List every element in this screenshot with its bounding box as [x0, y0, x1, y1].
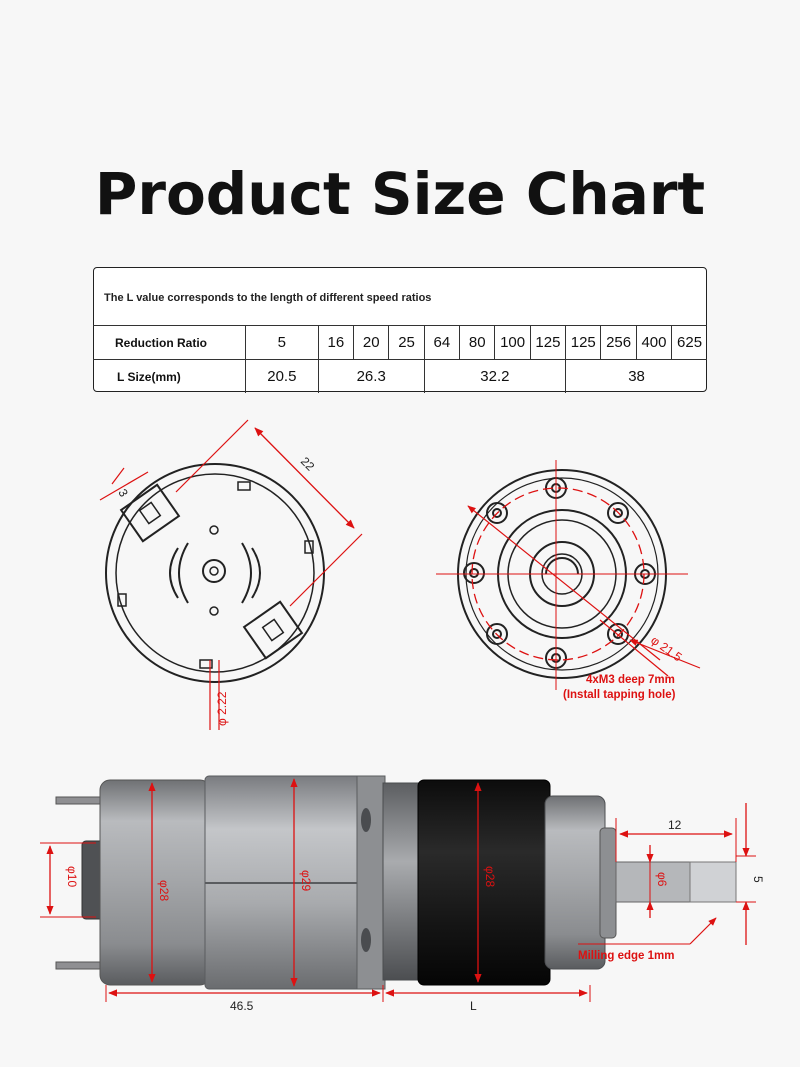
ratio-cell: 20: [353, 325, 390, 360]
ratio-cell: 16: [317, 325, 355, 360]
tapping-note-line1: 4xM3 deep 7mm: [586, 674, 675, 686]
ratio-cell: 125: [529, 325, 567, 360]
tapping-note-line2: (Install tapping hole): [563, 689, 676, 701]
dim-boss-label: φ10: [65, 866, 79, 887]
dim-shaft-label: φ6: [655, 872, 669, 887]
length-row: L Size(mm) 20.5 26.3 32.2 38: [93, 359, 707, 393]
motor-can: [99, 779, 211, 986]
ratio-cell: 100: [494, 325, 531, 360]
ratio-cell: 64: [423, 325, 461, 360]
dim-slot-label: 3: [115, 487, 131, 500]
dim-gearbox-label: φ28: [483, 866, 497, 887]
ratio-cell: 5: [244, 325, 319, 360]
side-view: φ10 φ28 φ29 φ28 φ6 12 5 Milling edge 1mm: [40, 775, 765, 1013]
dim-motor-len-label: 46.5: [230, 999, 254, 1013]
dim-shaft-len-label: 12: [668, 818, 682, 832]
length-cell: 38: [565, 359, 707, 393]
dim-motor-label: φ28: [157, 880, 171, 901]
ratio-cell: 256: [600, 325, 637, 360]
dim-pcd-label: φ 21.5: [648, 633, 685, 664]
terminal-top: [55, 796, 107, 805]
ratio-cell: 125: [565, 325, 602, 360]
terminal-bottom: [55, 961, 107, 970]
dim-flat-label: 5: [751, 876, 765, 883]
ratio-row: Reduction Ratio 5 16 20 25 64 80 100 125…: [93, 325, 707, 360]
length-header: L Size(mm): [93, 359, 246, 393]
page-title: Product Size Chart: [94, 160, 706, 228]
dim-L-label: L: [470, 999, 477, 1013]
ratio-cell: 625: [671, 325, 707, 360]
dim-terminal-label: φ 2.22: [215, 691, 229, 726]
length-cell: 20.5: [244, 359, 319, 393]
ratio-cell: 80: [459, 325, 496, 360]
back-view: 22 3 φ 2.22: [99, 419, 363, 730]
length-cell: 32.2: [423, 359, 567, 393]
milling-note: Milling edge 1mm: [578, 950, 675, 962]
length-cell: 26.3: [317, 359, 425, 393]
dim-middle-label: φ29: [299, 870, 313, 891]
table-note: The L value corresponds to the length of…: [104, 292, 432, 304]
front-flange: [544, 795, 606, 970]
spec-grid: Reduction Ratio 5 16 20 25 64 80 100 125…: [93, 325, 707, 393]
spec-table: The L value corresponds to the length of…: [93, 267, 707, 393]
ratio-cell: 25: [388, 325, 425, 360]
ratio-cell: 400: [635, 325, 673, 360]
front-view: φ 21.5 4xM3 deep 7mm (Install tapping ho…: [436, 460, 701, 701]
ratio-header: Reduction Ratio: [93, 325, 246, 360]
gear-ring: [382, 782, 424, 981]
dim-width-label: 22: [298, 454, 318, 474]
